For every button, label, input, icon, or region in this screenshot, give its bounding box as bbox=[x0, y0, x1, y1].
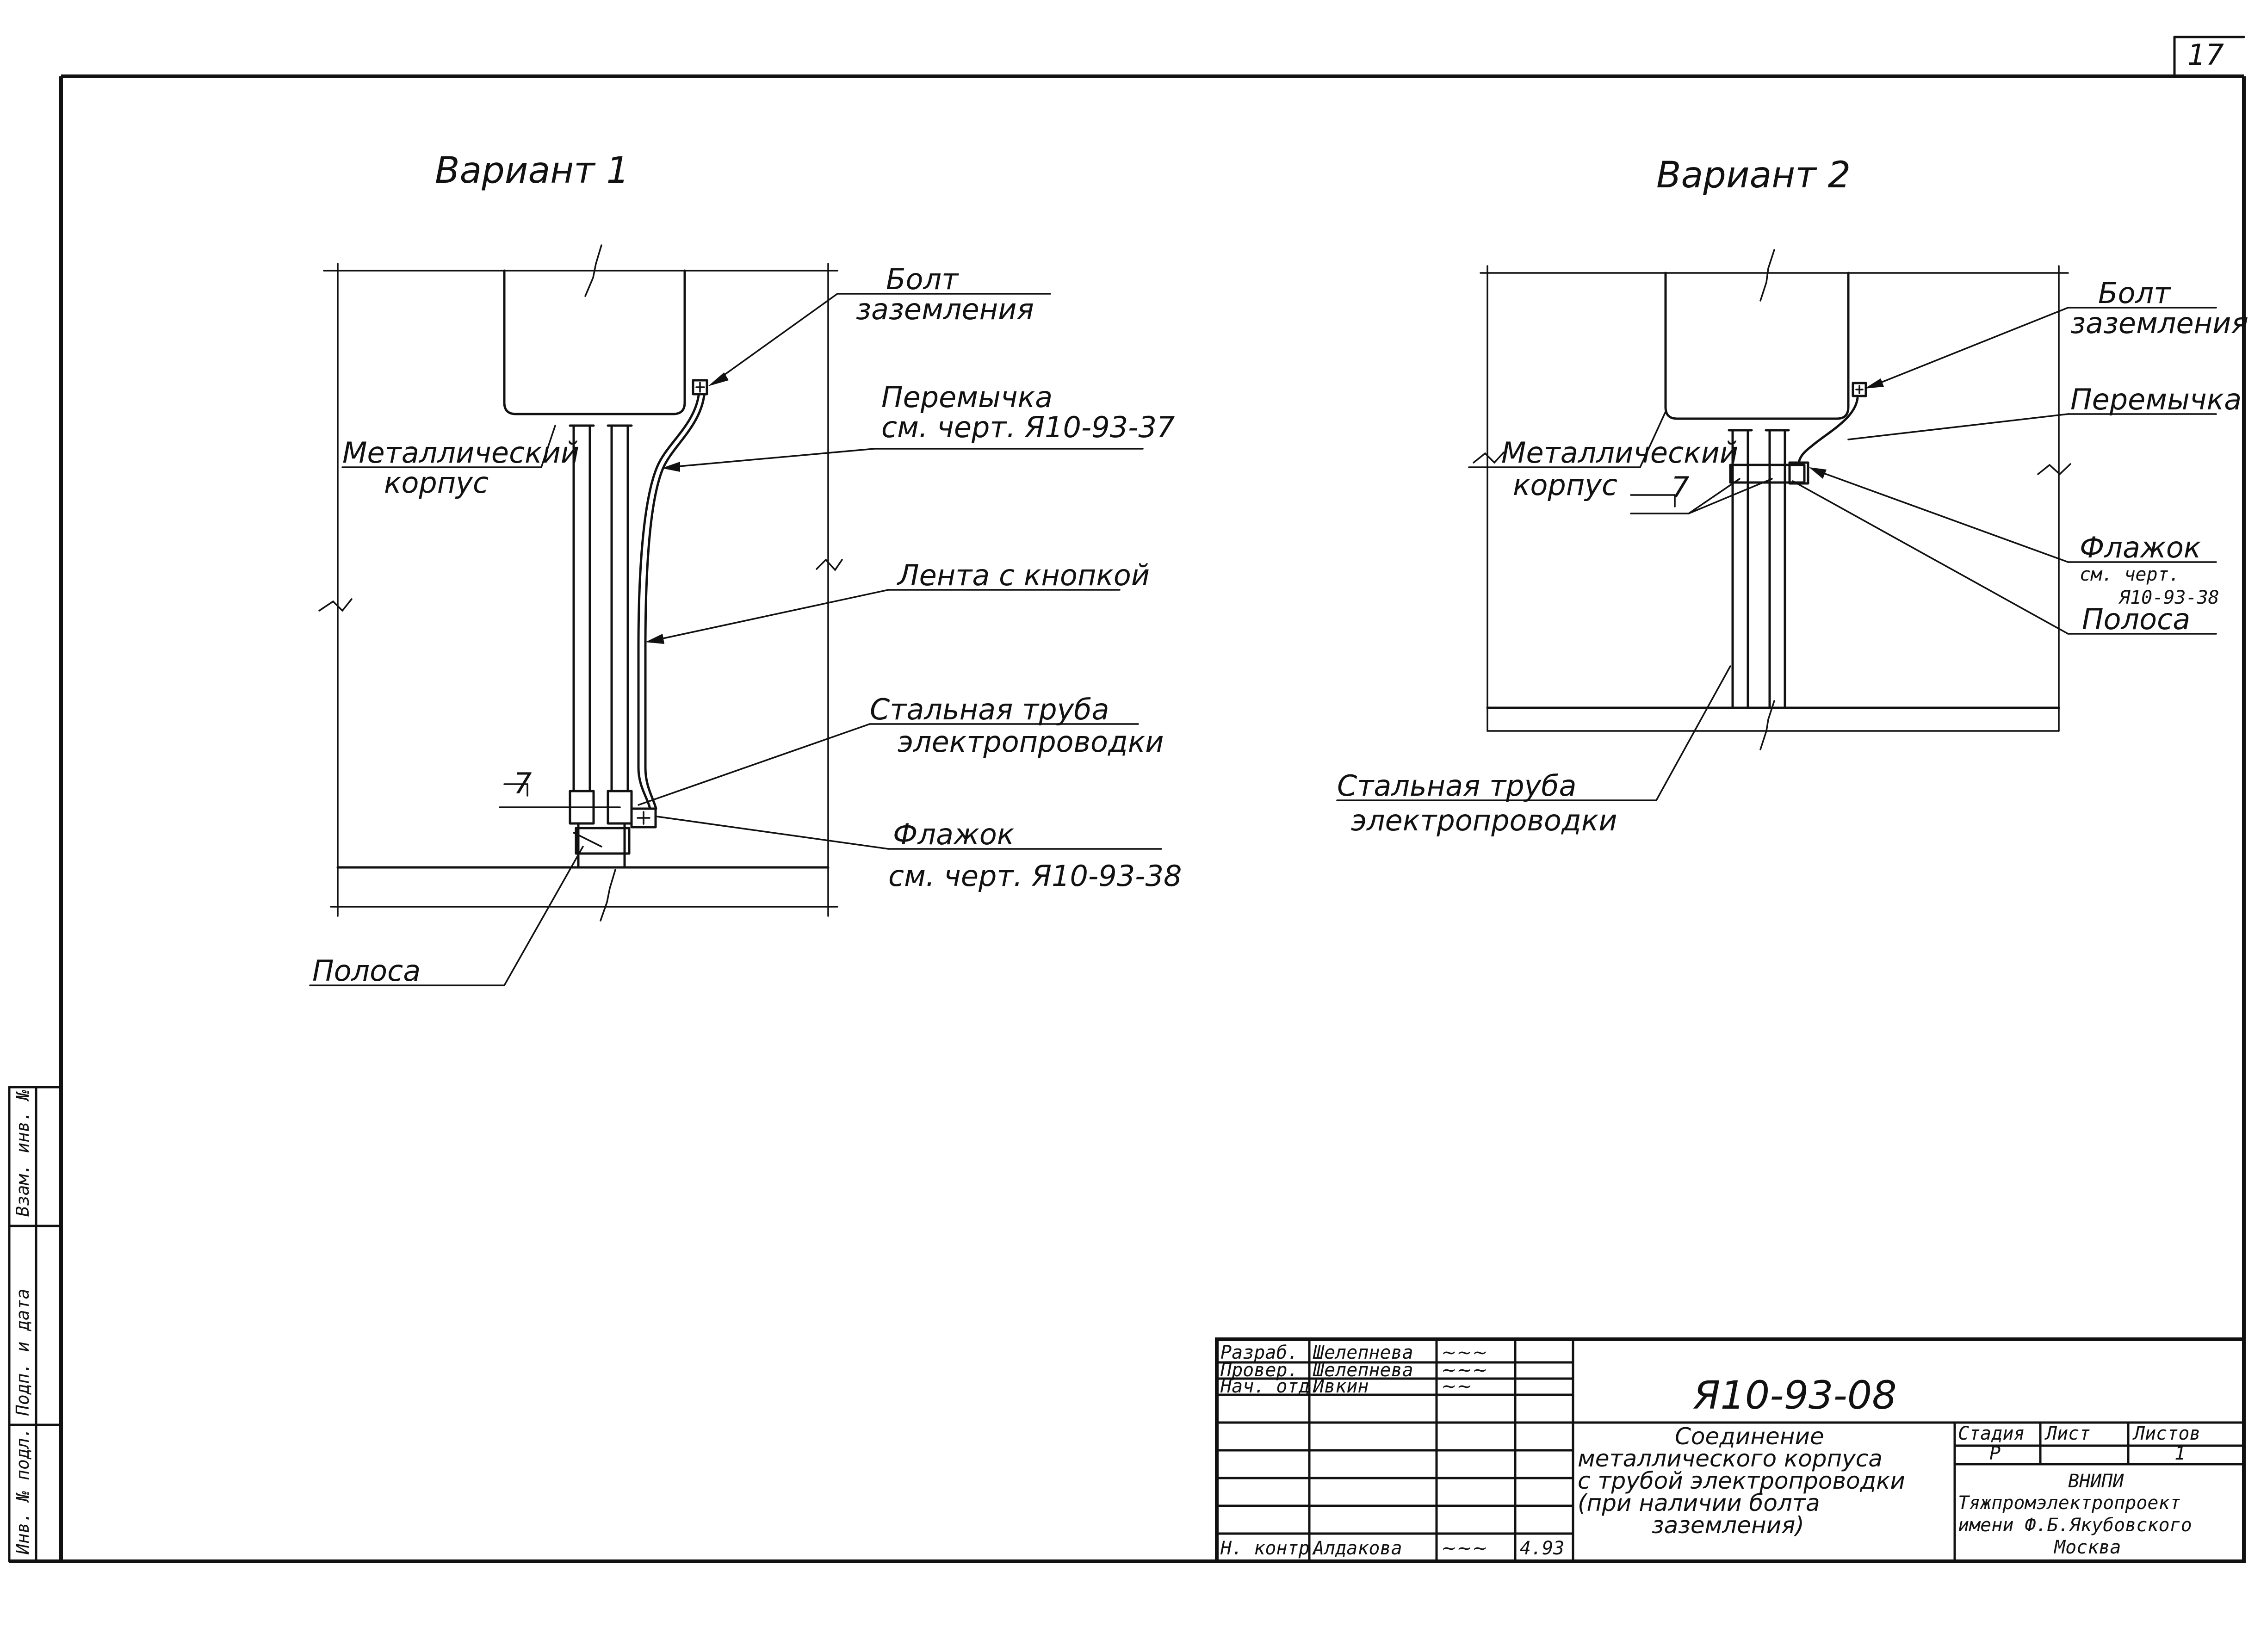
tb-row-2-role: Провер. bbox=[1220, 1360, 1299, 1381]
tb-org-line-4: Москва bbox=[2053, 1537, 2121, 1558]
tb-stage-value: Р bbox=[1989, 1443, 2001, 1464]
tb-row-1-signature: ~~~ bbox=[1441, 1342, 1488, 1363]
side-stamp-sign-date: Подп. и дата bbox=[12, 1288, 33, 1416]
side-stamp-inv-orig: Инв. № подл. bbox=[12, 1427, 33, 1555]
tb-description-line-4: (при наличии болта bbox=[1578, 1490, 1820, 1516]
title-block-grid bbox=[1215, 1337, 2246, 1563]
variant-1-metal-label: Металлический bbox=[342, 436, 579, 470]
variant-1-strip-label: Полоса bbox=[312, 954, 421, 988]
tb-description-line-3: с трубой электропроводки bbox=[1578, 1467, 1905, 1494]
variant-1-flag-ref: см. черт. Я10-93-38 bbox=[888, 859, 1182, 893]
variant-2-jumper-label: Перемычка bbox=[2070, 383, 2242, 416]
tb-row-1-name: Шелепнева bbox=[1313, 1342, 1413, 1363]
tb-row-1-role: Разраб. bbox=[1220, 1342, 1299, 1363]
variant-2-flag-label: Флажок bbox=[2080, 531, 2201, 564]
tb-sheet-header: Лист bbox=[2044, 1423, 2090, 1444]
variant-1-section-mark: 7 bbox=[514, 767, 532, 800]
tb-row-3-name: Ивкин bbox=[1313, 1376, 1369, 1397]
variant-2-bolt-label: Болт bbox=[2098, 276, 2171, 310]
variant-1-flag-label: Флажок bbox=[893, 817, 1015, 851]
variant-1-tape-label: Лента с кнопкой bbox=[897, 558, 1150, 592]
tb-row-2-signature: ~~~ bbox=[1441, 1360, 1488, 1381]
variant-2-flag-ref: см. черт. bbox=[2080, 564, 2180, 585]
variant-2-section-mark: 7 bbox=[1671, 470, 1689, 504]
document-code: Я10-93-08 bbox=[1693, 1373, 1897, 1418]
tb-stage-header: Стадия bbox=[1958, 1423, 2025, 1444]
variant-1-leaders bbox=[309, 293, 1162, 986]
side-stamp bbox=[8, 1086, 62, 1563]
variant-1-jumper-label: Перемычка bbox=[881, 380, 1053, 414]
tb-row-2-name: Шелепнева bbox=[1313, 1360, 1413, 1381]
variant-1-title: Вариант 1 bbox=[435, 150, 629, 192]
tb-org-line-3: имени Ф.Б.Якубовского bbox=[1958, 1515, 2192, 1536]
tb-row-8-signature: ~~~ bbox=[1441, 1538, 1488, 1559]
variant-2-metal-label-2: корпус bbox=[1513, 468, 1617, 502]
side-stamp-replace-inv: Взам. инв. № bbox=[12, 1089, 33, 1217]
variant-1-metal-label-2: корпус bbox=[384, 466, 489, 500]
tb-sheets-value: 1 bbox=[2174, 1443, 2186, 1464]
variant-2-strip-label: Полоса bbox=[2082, 602, 2190, 636]
tb-sheets-header: Листов bbox=[2132, 1423, 2201, 1444]
variant-2-pipe-label: Стальная труба bbox=[1337, 769, 1577, 803]
tb-row-3-signature: ~~ bbox=[1441, 1376, 1472, 1397]
sheet-frame bbox=[9, 36, 2246, 1563]
variant-1-bolt-label-2: заземления bbox=[856, 292, 1034, 326]
variant-2-pipe-label-2: электропроводки bbox=[1351, 804, 1617, 837]
variant-1-jumper-ref: см. черт. Я10-93-37 bbox=[881, 410, 1175, 444]
sheet-number: 17 bbox=[2187, 38, 2224, 72]
variant-1-drawing bbox=[318, 244, 843, 922]
variant-2-leaders bbox=[1336, 307, 2217, 801]
tb-row-8-name: Алдакова bbox=[1312, 1538, 1402, 1559]
tb-description-line-1: Соединение bbox=[1675, 1423, 1824, 1450]
tb-description-line-5: заземления) bbox=[1652, 1512, 1804, 1539]
variant-1-bolt-label: Болт bbox=[886, 262, 959, 296]
tb-row-8-date: 4.93 bbox=[1520, 1538, 1564, 1559]
tb-row-8-role: Н. контр. bbox=[1220, 1538, 1321, 1559]
tb-org-line-2: Тяжпромэлектропроект bbox=[1958, 1492, 2181, 1514]
variant-2-title: Вариант 2 bbox=[1656, 155, 1851, 196]
variant-1-pipe-label: Стальная труба bbox=[870, 693, 1109, 726]
variant-2-metal-label: Металлический bbox=[1501, 436, 1738, 470]
tb-org-line-1: ВНИПИ bbox=[2068, 1471, 2124, 1492]
tb-row-3-role: Нач. отд. bbox=[1220, 1376, 1321, 1397]
variant-2-bolt-label-2: заземления bbox=[2070, 306, 2248, 340]
tb-description-line-2: металлического корпуса bbox=[1578, 1445, 1883, 1472]
variant-2-flag-code: Я10-93-38 bbox=[2118, 587, 2219, 608]
variant-1-pipe-label-2: электропроводки bbox=[898, 725, 1164, 759]
